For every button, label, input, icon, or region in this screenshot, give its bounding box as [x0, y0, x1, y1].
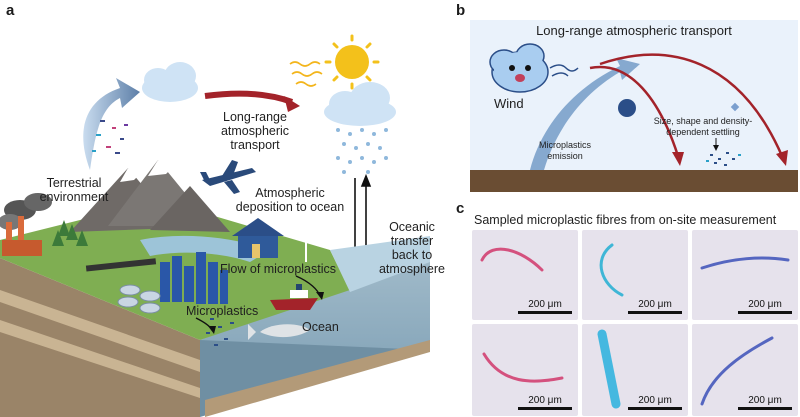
- seabed: [205, 340, 430, 417]
- fibre-3: [700, 256, 790, 270]
- panel-a-label: a: [6, 2, 15, 19]
- ship-icon: [270, 284, 318, 310]
- fibre-1: [480, 247, 544, 272]
- cloud-left: [142, 62, 198, 102]
- ground-strip: [470, 170, 798, 192]
- fibre-image-1: 200 μm: [472, 230, 578, 320]
- rain-drops: [336, 128, 388, 174]
- panel-c-title: Sampled microplastic fibres from on-site…: [474, 213, 777, 227]
- fibre-6: [700, 336, 774, 406]
- wind-turbine: [295, 215, 317, 262]
- long-range-label: Long-range atmospheric transport: [220, 110, 290, 152]
- scale-bar-5: 200 μm: [628, 395, 682, 410]
- mountains: [70, 160, 230, 232]
- scale-bar-4: 200 μm: [518, 395, 572, 410]
- trajectory-short: [589, 65, 680, 157]
- panel-a: a Terrestrial environment Long-range atm…: [0, 2, 445, 417]
- fibre-image-3: 200 μm: [692, 230, 798, 320]
- terrestrial-label: Terrestrial environment: [39, 176, 109, 204]
- scale-bar-3: 200 μm: [738, 299, 792, 314]
- treatment-plant: [117, 284, 161, 314]
- scale-bar-5-label: 200 μm: [638, 395, 672, 406]
- scale-bar-6-label: 200 μm: [748, 395, 782, 406]
- whale-icon: [248, 324, 310, 340]
- airborne-particles: [92, 120, 128, 154]
- fibre-image-6: 200 μm: [692, 324, 798, 416]
- airplane-icon: [200, 160, 256, 194]
- city: [160, 252, 228, 304]
- terrestrial-uplift-arrow: [83, 78, 140, 170]
- wind-label: Wind: [494, 96, 524, 111]
- oceanic-transfer-label: Oceanic transfer back to atmosphere: [378, 220, 445, 276]
- road: [85, 258, 157, 272]
- ocean-label: Ocean: [302, 320, 339, 334]
- flow-label: Flow of microplastics: [220, 262, 336, 276]
- factory: [0, 193, 52, 256]
- scale-bar-3-label: 200 μm: [748, 299, 782, 310]
- settled-particles: [706, 152, 741, 166]
- ocean-particles: [206, 318, 234, 346]
- sun-icon: [289, 34, 380, 90]
- panel-b: Long-range atmospheric transport Wind Mi…: [470, 20, 798, 192]
- fibre-grid: 200 μm 200 μm 200 μm 200 μm 200 μm 200 μ…: [472, 230, 798, 416]
- emission-arrow: [530, 58, 640, 170]
- panel-b-label: b: [456, 2, 466, 19]
- microplastics-label: Microplastics: [186, 304, 259, 318]
- wind-swirl: [549, 64, 579, 77]
- house-icon: [232, 218, 284, 258]
- scale-bar-2: 200 μm: [628, 299, 682, 314]
- emission-label: Microplastics emission: [538, 140, 591, 161]
- fibre-image-2: 200 μm: [582, 230, 688, 320]
- scale-bar-2-label: 200 μm: [638, 299, 672, 310]
- deposition-label: Atmospheric deposition to ocean: [235, 186, 345, 214]
- scale-bar-4-label: 200 μm: [528, 395, 562, 406]
- settling-label: Size, shape and density- dependent settl…: [653, 116, 753, 137]
- fibre-image-4: 200 μm: [472, 324, 578, 416]
- panel-c-label: c: [456, 200, 465, 217]
- scale-bar-1: 200 μm: [518, 299, 572, 314]
- scale-bar-6: 200 μm: [738, 395, 792, 410]
- rain-cloud: [324, 82, 396, 126]
- panel-b-illustration: [470, 43, 798, 192]
- fibre-2: [599, 243, 624, 297]
- panel-a-illustration: [0, 34, 430, 417]
- panel-b-title: Long-range atmospheric transport: [536, 23, 732, 38]
- trees: [52, 220, 88, 246]
- fibre-image-5: 200 μm: [582, 324, 688, 416]
- wind-cloud-icon: [489, 43, 549, 93]
- small-particle: [730, 102, 740, 112]
- trajectory-long: [599, 53, 784, 157]
- large-particle: [618, 99, 636, 117]
- fibre-5: [597, 329, 621, 409]
- long-range-arrow: [204, 90, 294, 105]
- scale-bar-1-label: 200 μm: [528, 299, 562, 310]
- fibre-4: [482, 352, 564, 383]
